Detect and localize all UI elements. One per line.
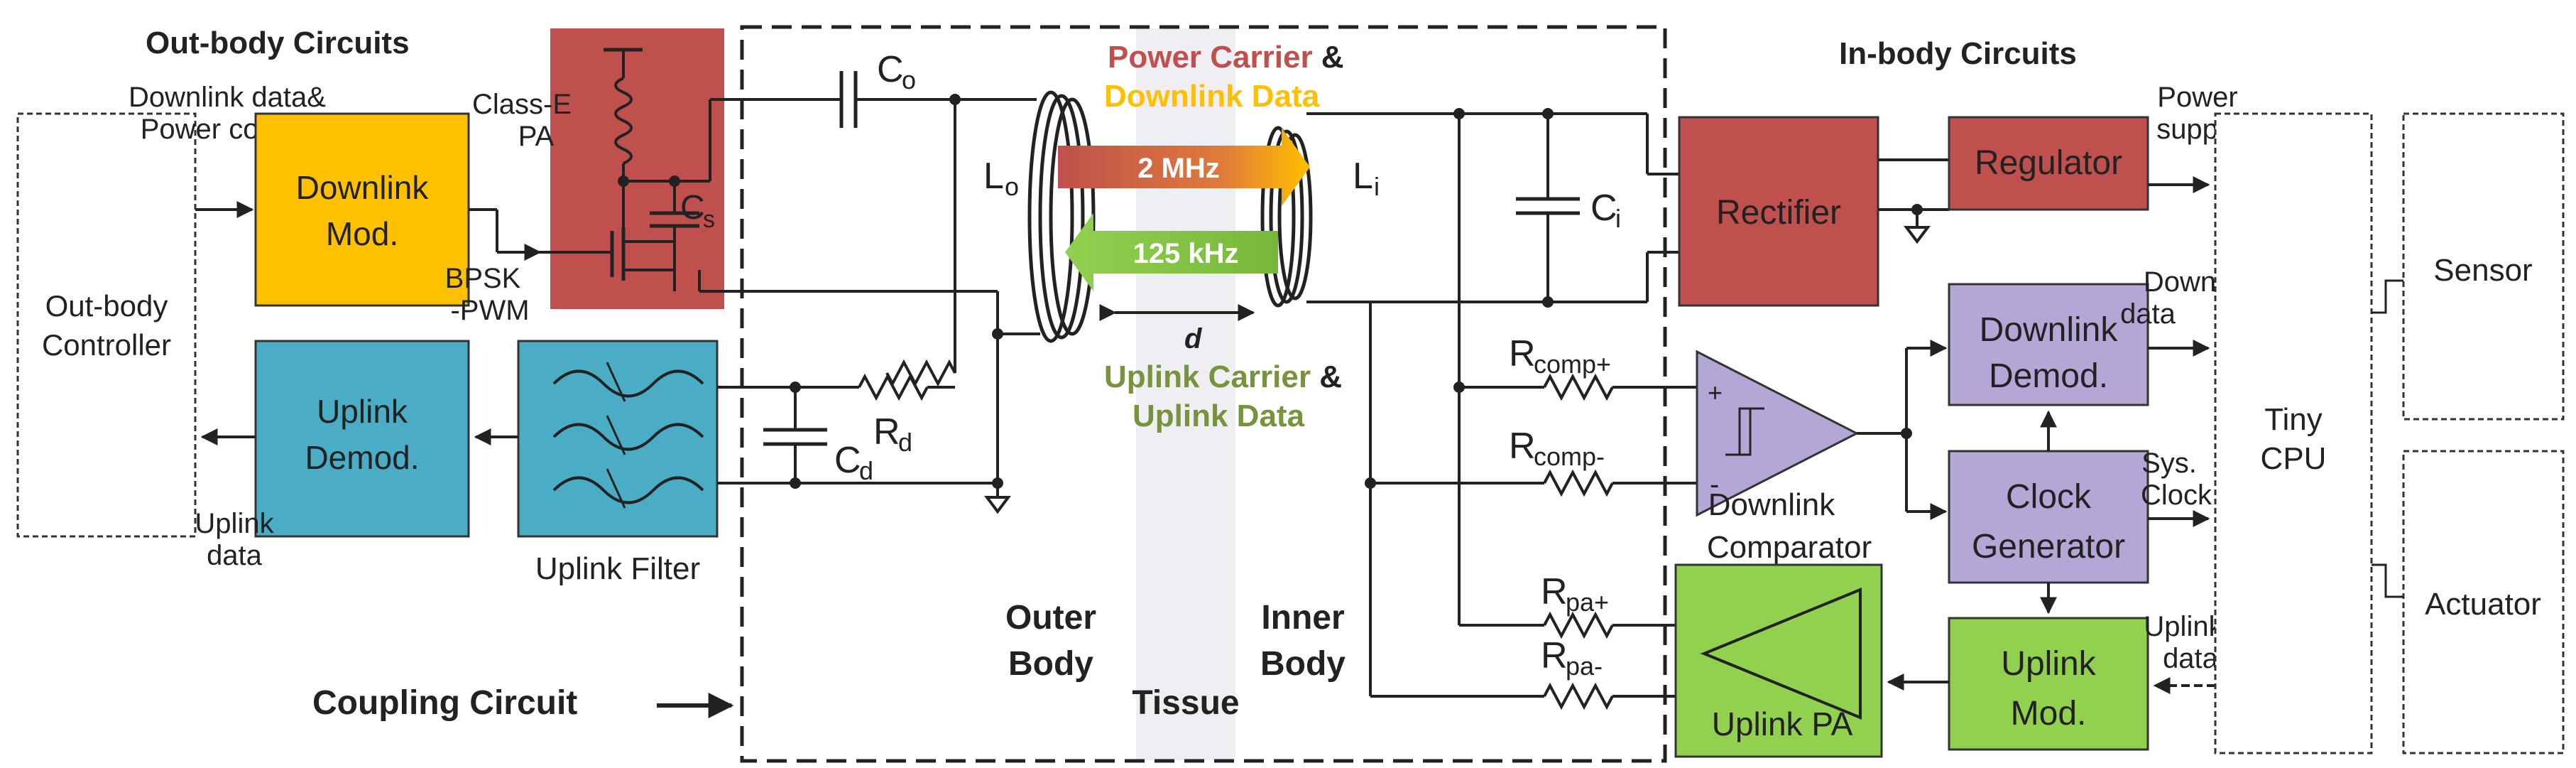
freq-down-label: 2 MHz xyxy=(1137,153,1220,184)
rd-label: R xyxy=(873,411,900,453)
power-supply-signal-1: Power xyxy=(2157,82,2237,113)
rpa-minus-sub: pa- xyxy=(1566,651,1603,681)
rpa-plus-label: R xyxy=(1541,571,1568,612)
uplink-demod-block xyxy=(254,340,470,538)
comparator-label-2: Comparator xyxy=(1707,530,1872,565)
inner-body-label-2: Body xyxy=(1260,645,1346,683)
class-e-pa-label-1: Class-E xyxy=(472,89,572,120)
cd-sub: d xyxy=(859,456,873,485)
downlink-demod-label-1: Downlink xyxy=(1980,311,2119,349)
sensor-label: Sensor xyxy=(2433,253,2532,288)
rectifier-block xyxy=(1678,116,1879,307)
uplink-pa-label: Uplink PA xyxy=(1712,705,1853,742)
uplink-arrow xyxy=(1065,213,1278,291)
li-sub: i xyxy=(1374,172,1380,201)
rd-sub: d xyxy=(898,428,912,457)
uplink-pa-block xyxy=(1674,563,1883,758)
rcomp-plus-sub: comp+ xyxy=(1534,350,1611,379)
downlink-mod-block xyxy=(254,112,470,307)
class-e-pa-block xyxy=(550,28,724,309)
co-sub: o xyxy=(902,65,916,94)
regulator-block xyxy=(1948,116,2149,211)
rpa-minus-label: R xyxy=(1541,635,1568,676)
uplink-data-in-signal-2: data xyxy=(2163,643,2219,674)
uplink-filter-label: Uplink Filter xyxy=(535,551,700,586)
out-body-controller-block xyxy=(16,112,197,538)
power-carrier-label: Power Carrier & xyxy=(1108,40,1344,75)
freq-up-label: 125 kHz xyxy=(1133,238,1239,269)
uplink-data-out-signal-1: Uplink xyxy=(195,508,274,539)
comparator-symbol xyxy=(1696,350,1860,517)
out-body-controller-label-2: Controller xyxy=(42,328,171,362)
out-body-heading: Out-body Circuits xyxy=(146,26,410,60)
uplink-data-in-signal-1: Uplink xyxy=(2144,611,2223,642)
coupling-boundary xyxy=(740,25,1667,763)
comp-plus: + xyxy=(1708,378,1723,407)
uplink-data-label: Uplink Data xyxy=(1133,399,1305,433)
comparator-label-1: Downlink xyxy=(1708,487,1836,522)
ci-label: C xyxy=(1590,188,1617,229)
lo-sub: o xyxy=(1005,172,1019,201)
uplink-mod-block xyxy=(1948,617,2149,751)
uplink-demod-label-2: Demod. xyxy=(305,439,419,476)
downlink-demod-label-2: Demod. xyxy=(1989,357,2108,395)
cs-label: C xyxy=(680,189,705,227)
tissue-label: Tissue xyxy=(1132,684,1239,722)
tiny-cpu-block xyxy=(2214,112,2373,755)
inner-body-label-1: Inner xyxy=(1261,599,1344,637)
outer-body-label-1: Outer xyxy=(1005,599,1096,637)
cd-label: C xyxy=(834,440,861,481)
uplink-carrier-label: Uplink Carrier & xyxy=(1104,359,1342,394)
tiny-cpu-label-1: Tiny xyxy=(2264,402,2323,437)
bpsk-pwm-signal-1: BPSK xyxy=(445,263,521,294)
regulator-label: Regulator xyxy=(1975,144,2122,182)
uplink-mod-label-2: Mod. xyxy=(2011,695,2087,732)
distance-label: d xyxy=(1184,323,1203,355)
rectifier-label: Rectifier xyxy=(1716,194,1841,232)
uplink-demod-label-1: Uplink xyxy=(317,393,408,430)
sys-clock-signal-1: Sys. xyxy=(2141,448,2197,479)
li-label: L xyxy=(1353,156,1373,197)
ci-sub: i xyxy=(1615,204,1621,233)
downlink-demod-block xyxy=(1948,283,2149,406)
clock-generator-label-2: Generator xyxy=(1972,528,2125,566)
downlink-arrow xyxy=(1058,128,1310,206)
co-label: C xyxy=(877,49,904,90)
rcomp-minus-sub: comp- xyxy=(1534,442,1605,471)
tiny-cpu-label-2: CPU xyxy=(2261,441,2327,476)
rcomp-plus-label: R xyxy=(1509,333,1536,374)
uplink-data-out-signal-2: data xyxy=(207,540,263,571)
out-body-controller-label-1: Out-body xyxy=(45,289,168,323)
downlink-mod-label-1: Downlink xyxy=(296,169,430,206)
downlink-data-in-signal-2: data xyxy=(2120,298,2176,330)
outer-body-label-2: Body xyxy=(1008,645,1093,683)
actuator-label: Actuator xyxy=(2425,587,2541,622)
downlink-data-label: Downlink Data xyxy=(1104,79,1320,114)
comp-minus: - xyxy=(1710,469,1719,500)
clock-generator-label-1: Clock xyxy=(2006,478,2092,516)
bpsk-pwm-signal-2: -PWM xyxy=(450,295,529,326)
cs-sub: s xyxy=(703,206,715,233)
class-e-pa-label-2: PA xyxy=(518,121,555,152)
sensor-block xyxy=(2402,112,2565,421)
tissue-band xyxy=(1136,28,1235,760)
actuator-block xyxy=(2402,450,2565,755)
sys-clock-signal-2: Clock xyxy=(2141,480,2212,511)
in-body-heading: In-body Circuits xyxy=(1839,36,2077,71)
uplink-mod-label-1: Uplink xyxy=(2001,645,2096,683)
lo-label: L xyxy=(983,156,1004,197)
rcomp-minus-label: R xyxy=(1509,426,1536,467)
downlink-power-signal-1: Downlink data& xyxy=(129,82,326,113)
rpa-plus-sub: pa+ xyxy=(1566,588,1609,617)
coupling-circuit-heading: Coupling Circuit xyxy=(312,684,577,722)
downlink-mod-label-2: Mod. xyxy=(326,215,398,252)
